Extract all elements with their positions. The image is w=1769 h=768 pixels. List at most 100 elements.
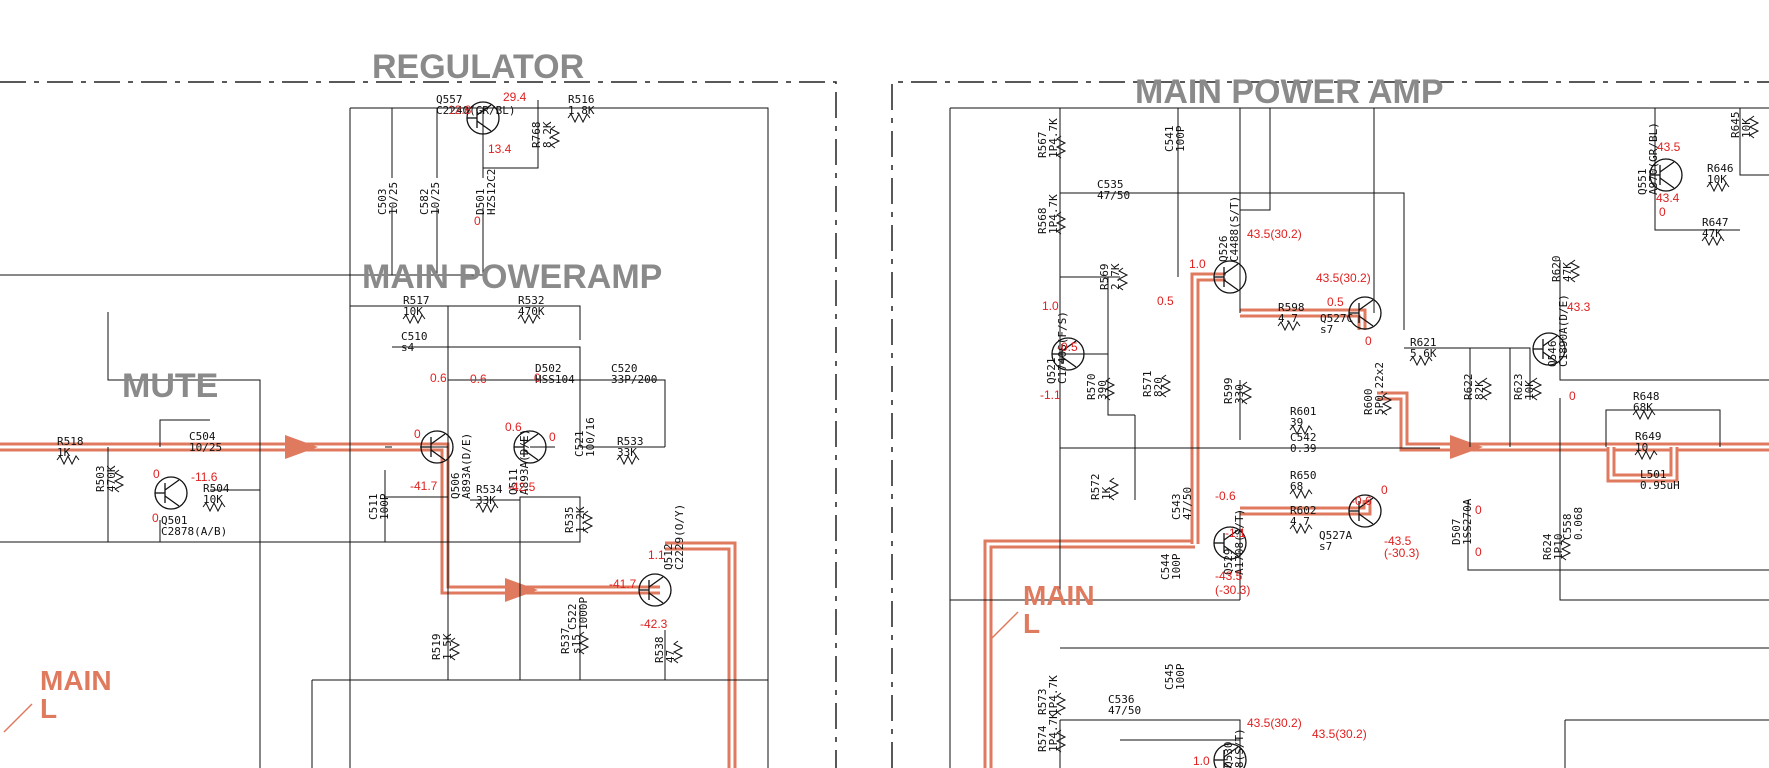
part-ref: R648 bbox=[1633, 390, 1660, 403]
left-voltage-label: 12.8 bbox=[448, 103, 472, 117]
part-value: 390 bbox=[1096, 380, 1109, 400]
left-voltage-label: 0.6 bbox=[505, 420, 522, 434]
part-value: 10K bbox=[1707, 173, 1727, 186]
part-ref: Q546 bbox=[1546, 341, 1559, 368]
part-value: 47/50 bbox=[1181, 487, 1194, 520]
part-value: 100P bbox=[1170, 553, 1183, 580]
q527c-transistor-symbol bbox=[1348, 296, 1382, 330]
part-value: s4 bbox=[401, 341, 415, 354]
part-value: 8.2K bbox=[541, 121, 554, 148]
left-voltage-label: 0 bbox=[549, 430, 556, 444]
left-voltage-label: 1.1 bbox=[648, 548, 665, 562]
part-ref: C536 bbox=[1108, 693, 1135, 706]
part-ref: R646 bbox=[1707, 162, 1734, 175]
q526-transistor-symbol bbox=[1213, 260, 1247, 294]
part-ref: R519 bbox=[430, 634, 443, 661]
main-l-right-line2: L bbox=[1023, 608, 1040, 639]
part-value: 47K bbox=[1702, 227, 1722, 240]
part-ref: R518 bbox=[57, 435, 84, 448]
part-value: 820 bbox=[1152, 377, 1165, 397]
main-l-left-line2: L bbox=[40, 693, 57, 724]
part-value: 100P bbox=[378, 493, 391, 520]
part-ref: C511 bbox=[367, 494, 380, 521]
part-ref: R535 bbox=[563, 507, 576, 534]
q521-transistor-symbol bbox=[1051, 337, 1085, 371]
part-ref: C522 bbox=[566, 604, 579, 631]
part-value: HZS12C2 bbox=[485, 169, 498, 215]
part-ref: C535 bbox=[1097, 178, 1124, 191]
part-value: A1708(S/T) bbox=[1233, 509, 1246, 575]
part-ref: D501 bbox=[474, 189, 487, 216]
right-voltage-label: 43.3 bbox=[1567, 300, 1591, 314]
part-value: 10K bbox=[1523, 380, 1536, 400]
part-ref: Q521 bbox=[1045, 358, 1058, 385]
part-value: s7 bbox=[1319, 540, 1332, 553]
part-ref: C541 bbox=[1163, 126, 1176, 153]
part-value: 47/50 bbox=[1097, 189, 1130, 202]
part-value: C2240(GR/BL) bbox=[436, 104, 515, 117]
part-ref: R571 bbox=[1141, 371, 1154, 398]
part-ref: C558 bbox=[1561, 514, 1574, 541]
left-voltage-label: -41.7 bbox=[609, 577, 637, 591]
part-ref: Q530 bbox=[1222, 742, 1235, 768]
part-value: 33K bbox=[476, 494, 496, 507]
part-value: 47/50 bbox=[1108, 704, 1141, 717]
right-voltage-label: -0.6 bbox=[1215, 489, 1236, 503]
right-voltage-label: 0 bbox=[1381, 483, 1388, 497]
part-ref: L501 bbox=[1640, 468, 1667, 481]
signal-path-right bbox=[983, 272, 1769, 768]
q527a-transistor-symbol bbox=[1348, 494, 1382, 528]
part-ref: R568 bbox=[1036, 208, 1049, 235]
part-ref: R572 bbox=[1089, 474, 1102, 501]
part-value: 0.39 bbox=[1290, 442, 1317, 455]
part-ref: R574 bbox=[1036, 725, 1049, 752]
left-voltage-label: 13.4 bbox=[488, 142, 512, 156]
part-ref: R573 bbox=[1036, 689, 1049, 716]
part-value: 1P4.7K bbox=[1047, 675, 1060, 715]
main-l-right-line1: MAIN bbox=[1023, 580, 1095, 611]
part-ref: R768 bbox=[530, 122, 543, 149]
part-value: 100/16 bbox=[584, 417, 597, 457]
part-ref: R622 bbox=[1462, 374, 1475, 401]
part-ref: R620 bbox=[1550, 256, 1563, 283]
main-poweramp-title: MAIN POWERAMP bbox=[362, 258, 662, 296]
part-value: C2878(A/B) bbox=[161, 525, 227, 538]
part-value: 10K bbox=[1740, 118, 1753, 138]
part-ref: R532 bbox=[518, 294, 545, 307]
part-value: 4.7 bbox=[1290, 515, 1310, 528]
part-ref: Q529 bbox=[1222, 549, 1235, 576]
right-voltage-label: 43.5(30.2) bbox=[1247, 227, 1302, 241]
part-value: 330 bbox=[1233, 384, 1246, 404]
part-ref: R600 bbox=[1362, 389, 1375, 416]
signal-arrow-3 bbox=[1450, 435, 1483, 459]
part-value: 47K bbox=[1561, 262, 1574, 282]
part-value: C4488(S/T) bbox=[1228, 196, 1241, 262]
part-ref: R533 bbox=[617, 435, 644, 448]
signal-path-left bbox=[0, 435, 737, 768]
part-value: 82K bbox=[1473, 380, 1486, 400]
right-voltage-label: -0.5 bbox=[1057, 340, 1078, 354]
part-value: 10/25 bbox=[429, 182, 442, 215]
main-l-left-slash bbox=[3, 703, 33, 733]
